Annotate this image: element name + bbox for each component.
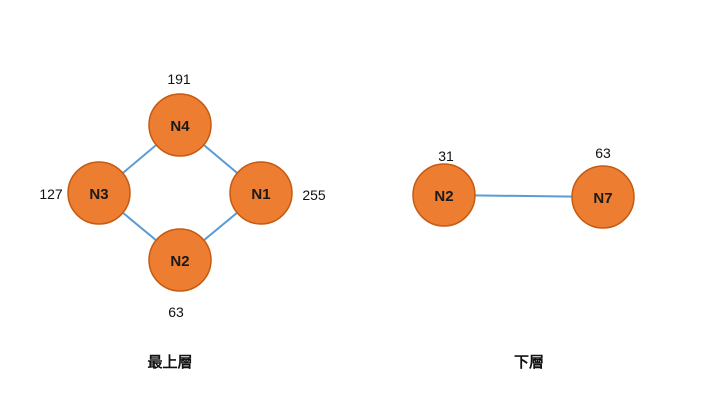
node-n7-label: N7 bbox=[593, 190, 612, 207]
caption-lower-layer: 下層 bbox=[514, 353, 544, 371]
node-n7-circle bbox=[571, 165, 635, 229]
node-n1: N1 bbox=[229, 161, 293, 225]
node-n4-value: 191 bbox=[167, 71, 191, 87]
node-n2-label: N2 bbox=[170, 253, 189, 270]
group-top-layer: N4 N3 N1 N2 191 127 255 63 最上層 bbox=[39, 71, 326, 371]
node-n3: N3 bbox=[67, 161, 131, 225]
node-n2-lower: N2 bbox=[412, 163, 476, 227]
node-n3-circle bbox=[67, 161, 131, 225]
node-n2: N2 bbox=[148, 228, 212, 292]
node-n7: N7 bbox=[571, 165, 635, 229]
node-n1-label: N1 bbox=[251, 186, 270, 203]
node-n7-value: 63 bbox=[595, 145, 611, 161]
node-n3-value: 127 bbox=[39, 186, 63, 202]
node-n2-lower-circle bbox=[412, 163, 476, 227]
group-lower-layer: N2 N7 31 63 下層 bbox=[412, 145, 635, 371]
node-n2-lower-label: N2 bbox=[434, 188, 453, 205]
node-n1-value: 255 bbox=[302, 187, 326, 203]
node-n4-circle bbox=[148, 93, 212, 157]
node-n4-label: N4 bbox=[170, 118, 190, 135]
node-n2-lower-value: 31 bbox=[438, 148, 454, 164]
node-n1-circle bbox=[229, 161, 293, 225]
node-n4: N4 bbox=[148, 93, 212, 157]
node-n2-circle bbox=[148, 228, 212, 292]
node-n3-label: N3 bbox=[89, 186, 108, 203]
caption-top-layer: 最上層 bbox=[147, 353, 192, 371]
node-n2-value: 63 bbox=[168, 304, 184, 320]
